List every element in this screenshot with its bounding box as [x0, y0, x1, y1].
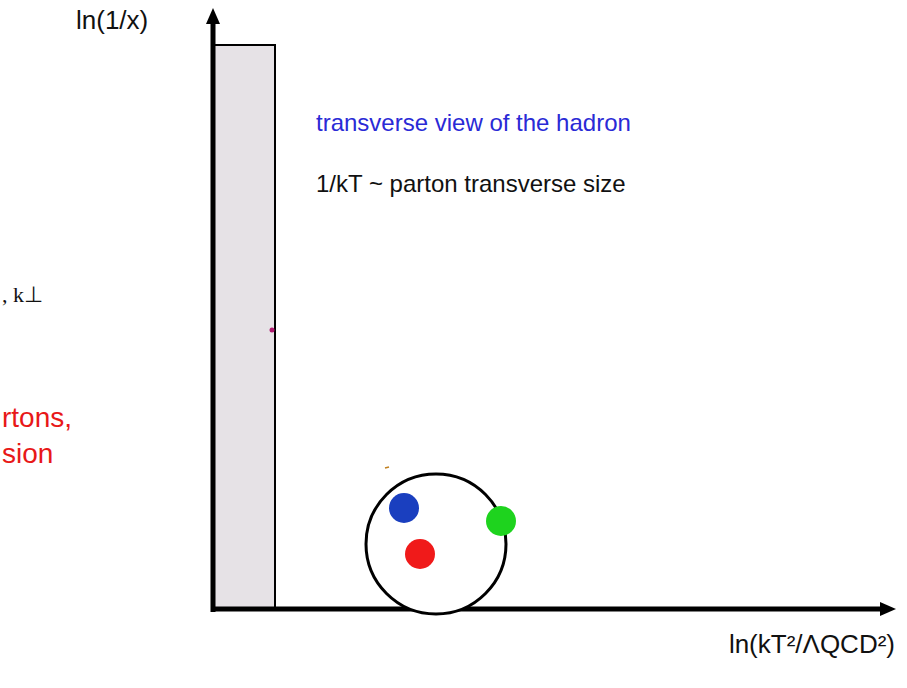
marker-dot [270, 328, 275, 333]
cut-text: , k⊥ [2, 282, 43, 307]
axis-label: ln(1/x) [76, 6, 148, 36]
hadron-circle [366, 474, 506, 614]
axis-arrowhead [206, 8, 220, 24]
cut-text: rtons, [2, 402, 72, 434]
axis-label: ln(kT²/ΛQCD²) [729, 630, 895, 660]
quark-dot [486, 506, 516, 536]
speck [385, 467, 389, 468]
note-text: 1/kT ~ parton transverse size [316, 170, 626, 198]
quark-dot [405, 539, 435, 569]
heading-note: transverse view of the hadron [316, 109, 631, 137]
cut-text: sion [2, 438, 53, 470]
vertical-axis [211, 18, 216, 612]
axis-arrowhead [880, 602, 896, 616]
quark-dot [389, 493, 419, 523]
grey-band [213, 45, 275, 610]
horizontal-axis [211, 607, 885, 612]
